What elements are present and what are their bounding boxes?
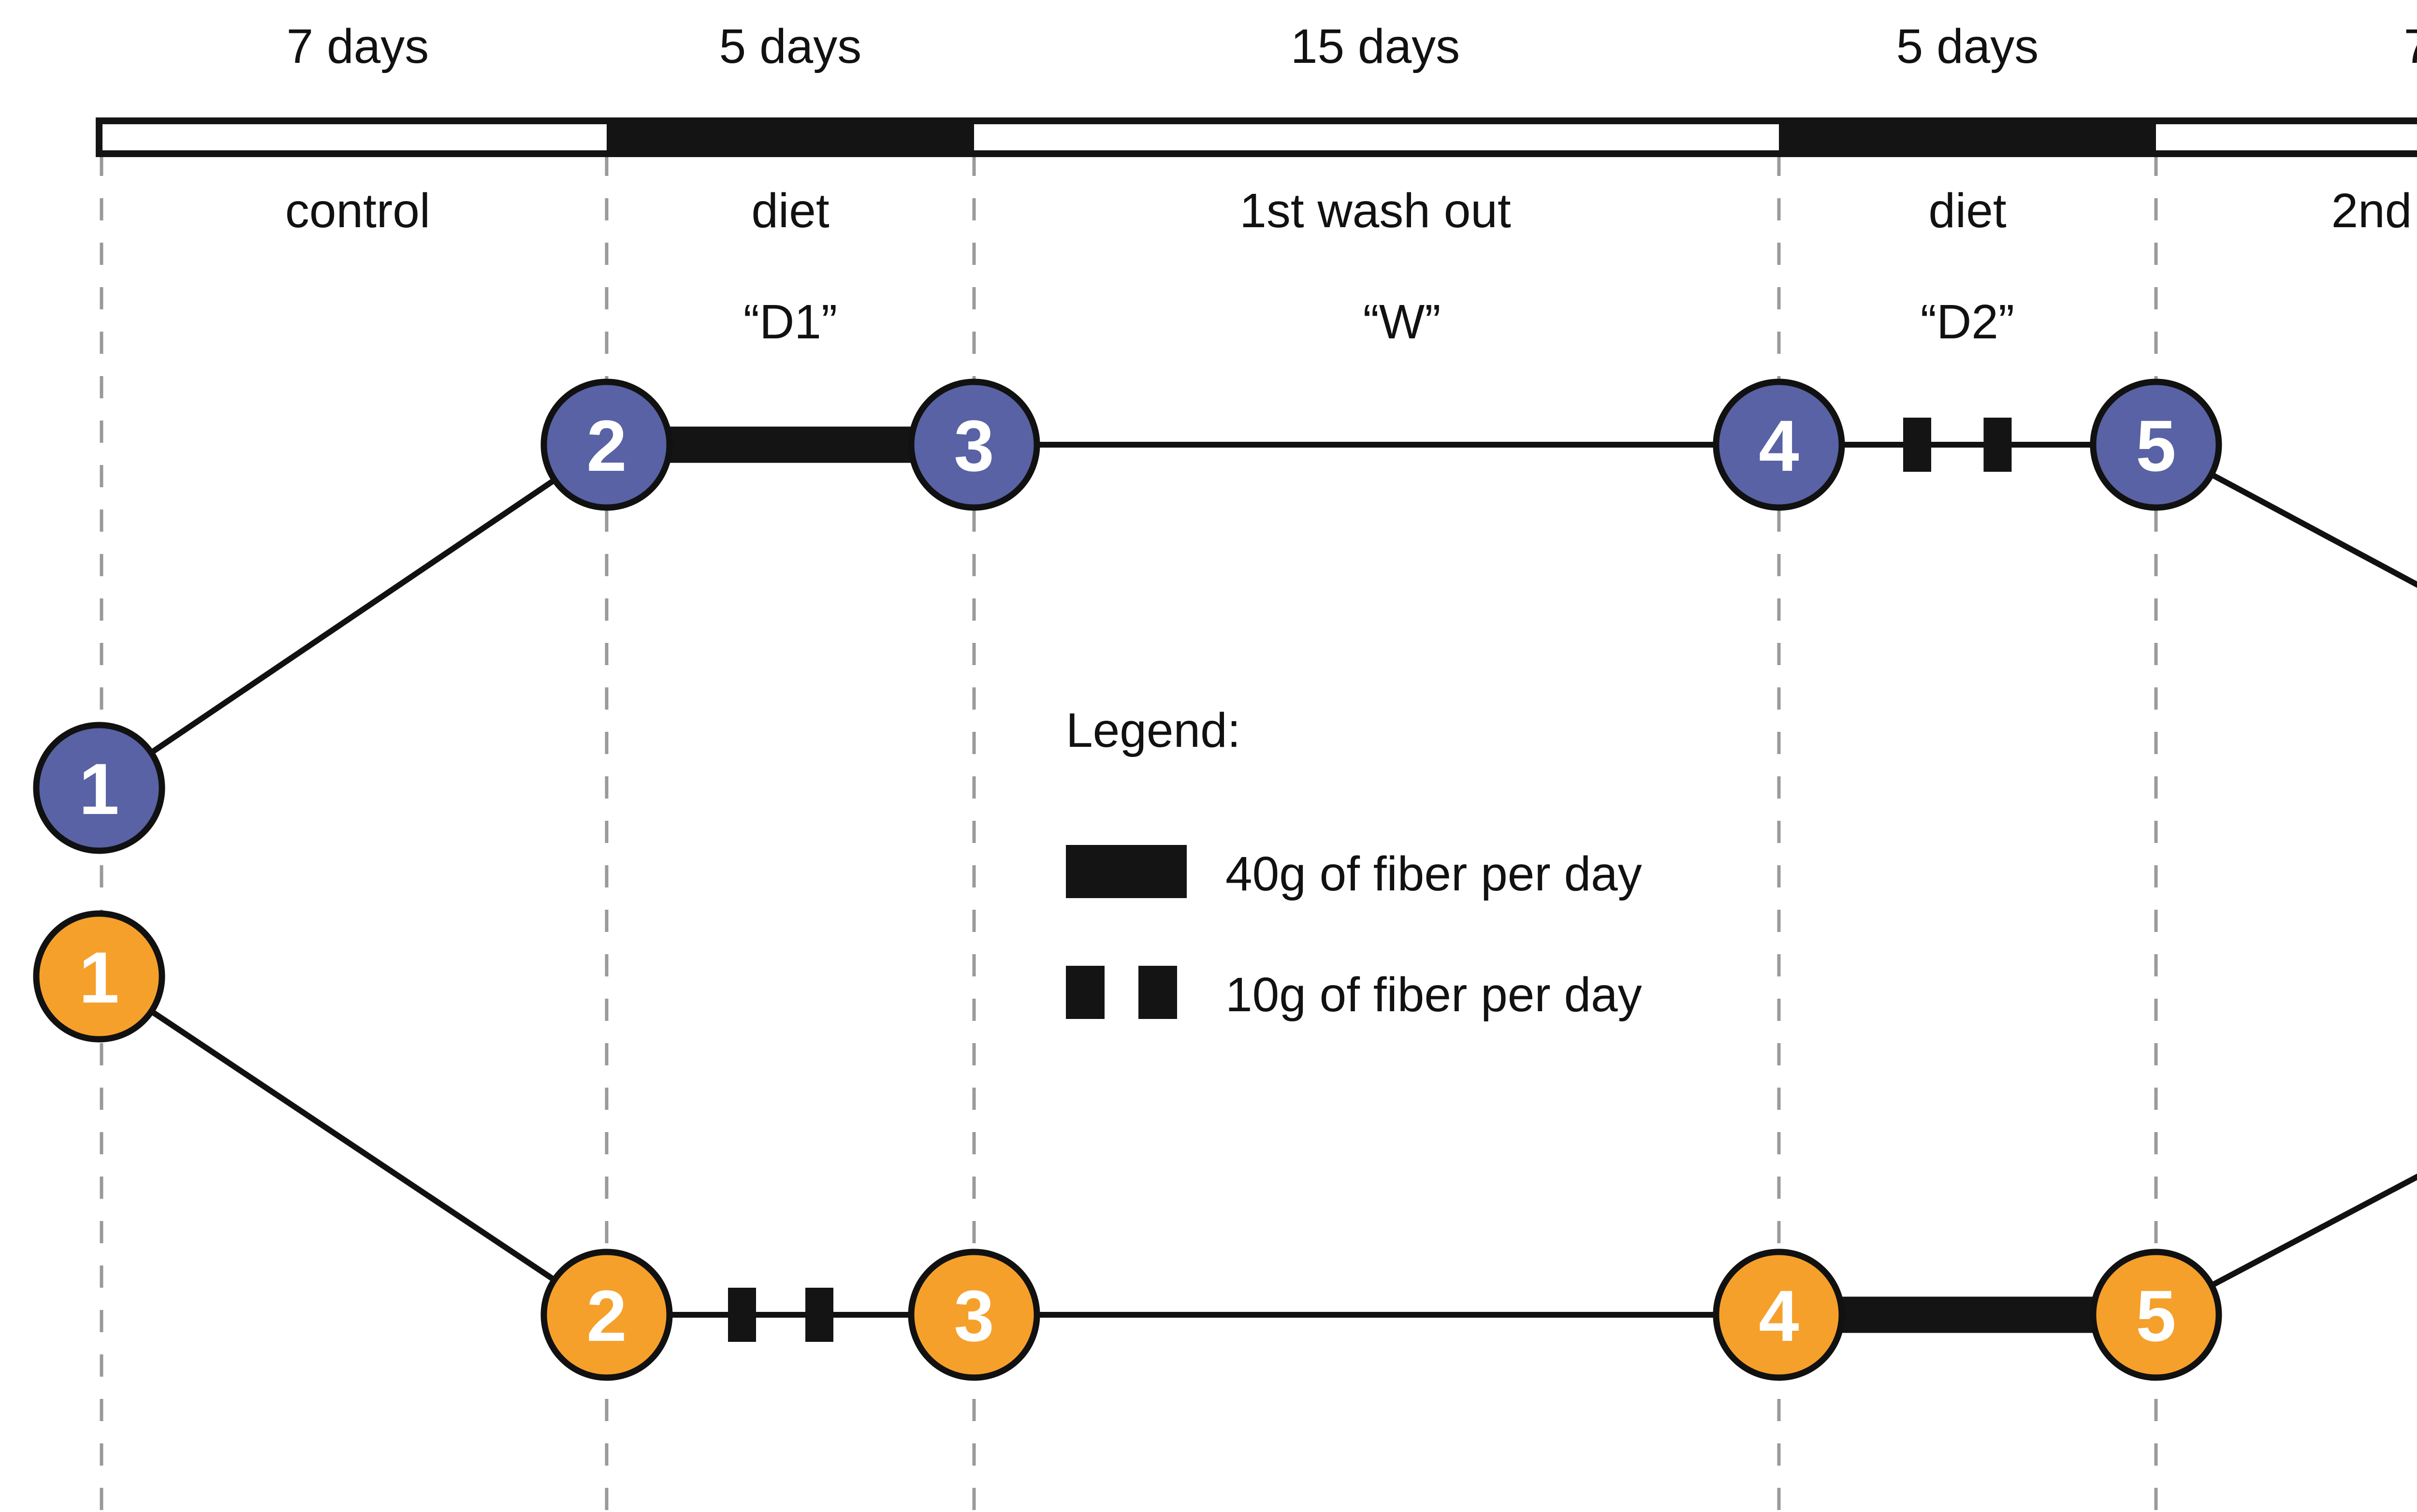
node-circle-blue-5 — [2090, 378, 2222, 511]
edge-blue-5-6 — [2210, 472, 2417, 588]
segment-labels: “D1” “W” “D2” — [743, 295, 2014, 349]
node-circle-orange-1 — [33, 910, 165, 1043]
timeline-bar-outline — [96, 117, 2417, 157]
timeline-diet-segment-2 — [1779, 117, 2156, 157]
node-blue-4[interactable]: 4 — [1713, 378, 1845, 511]
duration-label-3: 15 days — [1291, 19, 1460, 73]
node-circle-blue-4 — [1713, 378, 1845, 511]
node-blue-5[interactable]: 5 — [2090, 378, 2222, 511]
node-circle-orange-3 — [908, 1249, 1040, 1381]
node-orange-1[interactable]: 1 — [33, 910, 165, 1043]
edge-or-5-6 — [2210, 1173, 2417, 1288]
phase-label-2: diet — [751, 184, 829, 238]
segment-label-2: “W” — [1363, 295, 1441, 349]
legend-title: Legend: — [1066, 703, 1240, 757]
node-orange-3[interactable]: 3 — [908, 1249, 1040, 1381]
timeline-diet-segment-1 — [607, 117, 974, 157]
legend-label-1: 40g of fiber per day — [1225, 847, 1642, 901]
node-label-orange-3: 3 — [954, 1275, 994, 1356]
node-blue-1[interactable]: 1 — [33, 722, 165, 854]
segment-label-3: “D2” — [1921, 295, 2014, 349]
node-label-orange-1: 1 — [79, 937, 119, 1018]
phase-label-5: 2nd wash out — [2331, 184, 2417, 238]
node-circle-blue-2 — [540, 378, 673, 511]
edge-blue-4-5-10g-block-2 — [1983, 418, 2012, 472]
phase-label-3: 1st wash out — [1239, 184, 1511, 238]
nodes: 123456123456 — [33, 378, 2222, 1381]
edge-or-2-3-10g-block-1 — [728, 1288, 756, 1342]
node-circle-blue-3 — [908, 378, 1040, 511]
node-circle-orange-4 — [1713, 1249, 1845, 1381]
node-label-blue-5: 5 — [2136, 405, 2176, 486]
edge-blue-4-5-10g-block-1 — [1903, 418, 1931, 472]
node-orange-5[interactable]: 5 — [2090, 1249, 2222, 1381]
edges — [149, 418, 2417, 1342]
phase-labels: control diet 1st wash out diet 2nd wash out — [285, 184, 2417, 238]
phase-label-1: control — [285, 184, 430, 238]
node-orange-2[interactable]: 2 — [540, 1249, 673, 1381]
node-blue-2[interactable]: 2 — [540, 378, 673, 511]
node-orange-4[interactable]: 4 — [1713, 1249, 1845, 1381]
legend-swatch-40g — [1066, 845, 1187, 898]
timeline-bar — [96, 117, 2417, 157]
node-circle-blue-1 — [33, 722, 165, 854]
edge-or-2-3-10g-block-2 — [805, 1288, 833, 1342]
node-blue-3[interactable]: 3 — [908, 378, 1040, 511]
node-label-orange-2: 2 — [586, 1275, 626, 1356]
edge-blue-1-2 — [149, 477, 556, 756]
duration-label-2: 5 days — [719, 19, 862, 73]
node-label-blue-2: 2 — [586, 405, 626, 486]
node-label-orange-5: 5 — [2136, 1275, 2176, 1356]
legend-label-2: 10g of fiber per day — [1225, 968, 1642, 1022]
legend-swatch-10g-block-2 — [1138, 966, 1177, 1019]
node-label-blue-3: 3 — [954, 405, 994, 486]
node-label-orange-4: 4 — [1759, 1275, 1799, 1356]
duration-label-4: 5 days — [1896, 19, 2039, 73]
node-label-blue-4: 4 — [1759, 405, 1799, 486]
legend-swatch-10g-block-1 — [1066, 966, 1105, 1019]
legend: Legend: 40g of fiber per day 10g of fiber… — [1066, 703, 1642, 1022]
phase-label-4: diet — [1928, 184, 2006, 238]
node-circle-orange-5 — [2090, 1249, 2222, 1381]
duration-label-1: 7 days — [287, 19, 429, 73]
edge-or-1-2 — [149, 1009, 556, 1282]
node-label-blue-1: 1 — [79, 748, 119, 829]
node-circle-orange-2 — [540, 1249, 673, 1381]
duration-label-5: 7 days — [2404, 19, 2417, 73]
segment-label-1: “D1” — [743, 295, 837, 349]
duration-labels: 7 days 5 days 15 days 5 days 7 days — [287, 19, 2417, 73]
